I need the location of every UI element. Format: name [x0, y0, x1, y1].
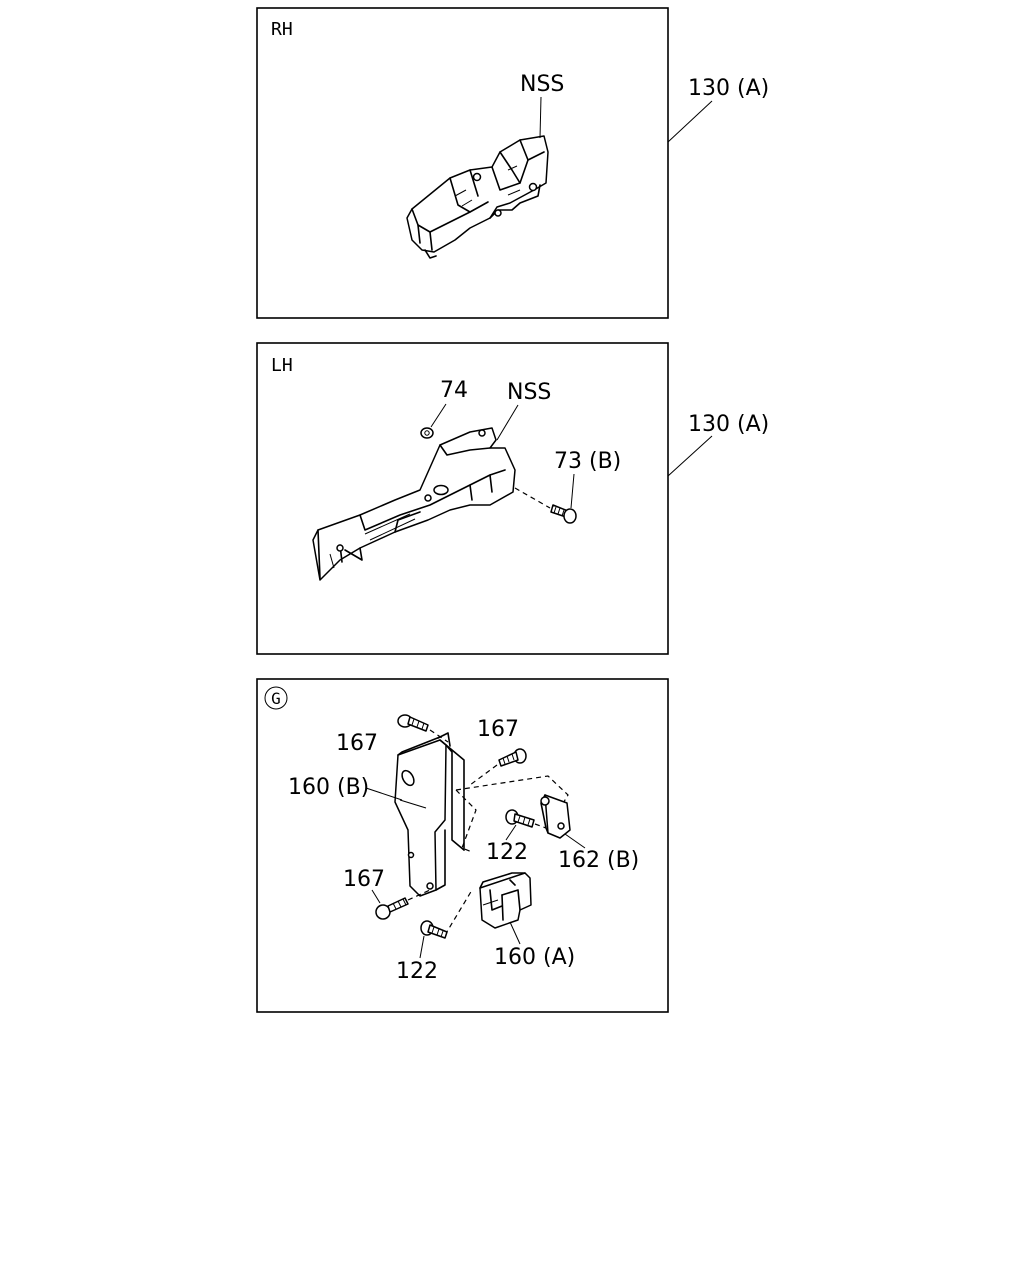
- lh-panel-frame: [256, 342, 669, 655]
- rh-panel-tag: RH: [271, 19, 293, 40]
- g-bolt-122-mid: [505, 809, 535, 828]
- lh-nut-74: [420, 427, 434, 439]
- rh-assembly-label: 130 (A): [688, 76, 769, 101]
- g-bracket-160a: [479, 872, 532, 929]
- g-bolt-122-bottom: [420, 920, 448, 939]
- lh-panel-tag: LH: [271, 355, 293, 376]
- g-bolt-bottom-label: 122: [396, 959, 438, 984]
- rh-panel-frame: [256, 7, 669, 319]
- g-bracket-160b: [394, 732, 465, 897]
- rh-assembly-leader: [667, 100, 713, 143]
- g-bolt-167-bottom-left: [375, 897, 409, 920]
- g-bolt-167-top-left: [397, 714, 429, 732]
- g-bolt-mid-label: 122: [486, 840, 528, 865]
- g-bolt-top-right-label: 167: [477, 717, 519, 742]
- lh-assembly-leader: [667, 435, 713, 477]
- lh-bracket-part: [312, 427, 516, 581]
- rh-panel: RH NSS: [256, 7, 669, 319]
- g-bracket-162b: [455, 775, 571, 853]
- g-bracket-162b-label: 162 (B): [558, 848, 639, 873]
- lh-assembly-label: 130 (A): [688, 412, 769, 437]
- g-bracket-160a-label: 160 (A): [494, 945, 575, 970]
- g-bolt-top-left-label: 167: [336, 731, 378, 756]
- lh-panel: LH 74 NSS: [256, 342, 669, 655]
- lh-nut-label: 74: [440, 378, 468, 403]
- g-bolt-bottom-left-label: 167: [343, 867, 385, 892]
- g-panel: G: [256, 678, 669, 1013]
- lh-bolt-73b: [514, 487, 577, 524]
- g-panel-frame: [256, 678, 669, 1013]
- g-bracket-160b-label: 160 (B): [288, 775, 369, 800]
- rh-bracket-part: [406, 135, 549, 259]
- g-panel-tag: G: [264, 686, 288, 710]
- lh-bolt-label: 73 (B): [554, 449, 621, 474]
- rh-nss-label: NSS: [520, 72, 564, 97]
- g-bolt-167-top-right: [498, 748, 527, 767]
- svg-text:G: G: [271, 689, 281, 708]
- lh-nss-label: NSS: [507, 380, 551, 405]
